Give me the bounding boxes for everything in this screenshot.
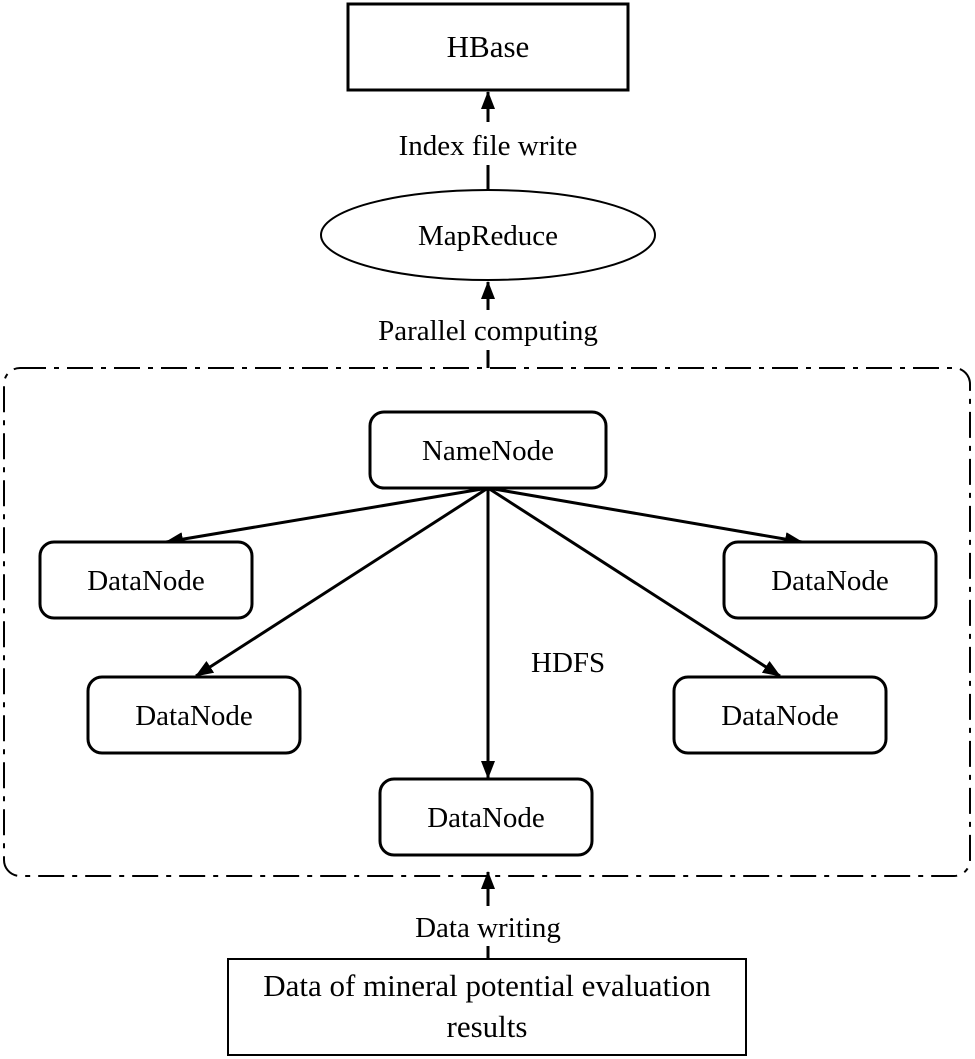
datanode-bottom-label: DataNode [427,802,545,834]
datanode-top-left [38,540,254,620]
hbase-node [346,2,630,92]
source-data-label-line2: results [447,1009,528,1044]
datanode-top-right-label: DataNode [771,565,889,597]
datanode-mid-right-label: DataNode [721,700,839,732]
parallel-computing-label: Parallel computing [378,315,598,347]
datanode-top-left-label: DataNode [87,565,205,597]
source-data-node [227,958,747,1056]
datanode-bottom [378,777,594,857]
hbase-label: HBase [447,29,530,64]
datanode-top-right [722,540,938,620]
edge-namenode-datanode-top-right [487,486,803,547]
data-writing-label: Data writing [415,912,561,944]
hdfs-label: HDFS [531,647,605,679]
edge-namenode-datanode-mid-right [487,486,781,678]
datanode-mid-left [86,675,302,755]
mapreduce-label: MapReduce [418,220,558,252]
namenode-label: NameNode [422,435,554,467]
source-data-label-line1: Data of mineral potential evaluation [263,968,711,1003]
mapreduce-node [320,189,656,281]
datanode-mid-right [672,675,888,755]
index-file-write-label: Index file write [399,130,578,162]
edge-namenode-datanode-mid-left [195,486,489,678]
edge-namenode-datanode-top-left [165,486,489,547]
hdfs-container [3,367,971,877]
datanode-mid-left-label: DataNode [135,700,253,732]
